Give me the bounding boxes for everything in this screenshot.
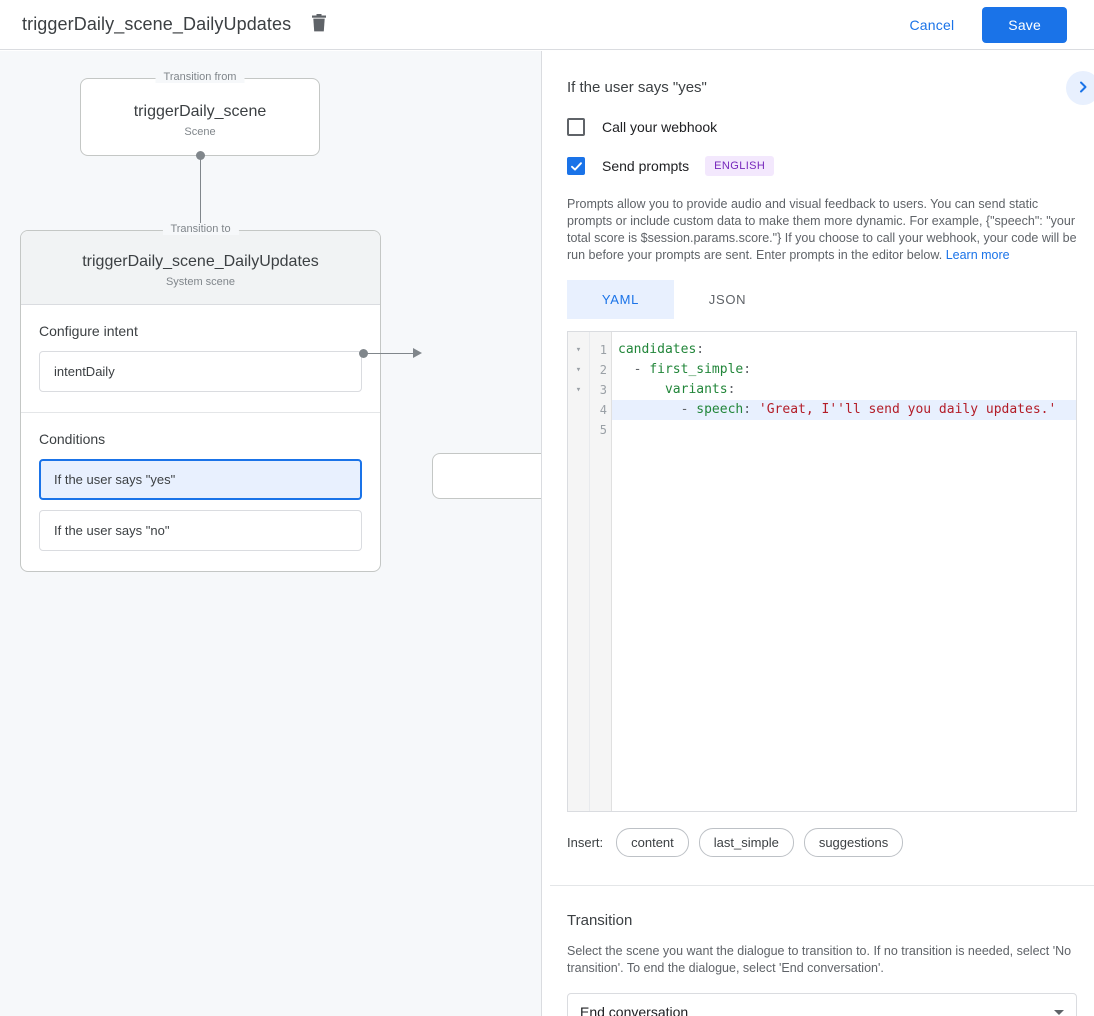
chevron-down-icon [1054,1009,1064,1015]
next-node-placeholder[interactable] [432,453,541,499]
editor-code-line[interactable]: - speech: 'Great, I''ll send you daily u… [612,400,1076,420]
edge-horizontal [366,353,414,354]
prompts-description-text: Prompts allow you to provide audio and v… [567,197,1077,262]
transition-to-legend: Transition to [162,223,239,235]
editor-fold-marker[interactable]: ▾ [575,345,582,355]
detail-panel: If the user says "yes" Call your webhook… [541,51,1094,1016]
send-prompts-checkbox[interactable] [567,157,585,175]
transition-select[interactable]: End conversation [567,993,1077,1016]
insert-chip-content[interactable]: content [616,828,689,857]
editor-code-line[interactable] [612,420,1076,440]
configure-intent-section: Configure intent intentDaily [21,305,380,412]
transition-description: Select the scene you want the dialogue t… [567,944,1072,975]
insert-chip-suggestions[interactable]: suggestions [803,828,904,857]
editor-fold-gutter[interactable]: ▾ ▾ ▾ [568,332,590,811]
from-node-output-port[interactable] [195,151,205,160]
scene-graph-canvas[interactable]: Transition from triggerDaily_scene Scene… [0,51,541,1016]
to-node-subtitle: System scene [165,276,236,288]
save-button[interactable]: Save [982,6,1067,43]
intent-value[interactable]: intentDaily [39,351,362,392]
conditions-section: Conditions If the user says "yes" If the… [21,412,380,571]
editor-line-number: 1 [599,343,607,357]
detail-panel-inner: If the user says "yes" Call your webhook… [542,51,1094,1016]
editor-line-number: 3 [599,383,607,397]
configure-intent-label: Configure intent [39,323,138,339]
chevron-right-icon [1076,80,1090,97]
condition-item-yes[interactable]: If the user says "yes" [39,459,362,500]
send-prompts-row[interactable]: Send prompts ENGLISH [567,156,1077,176]
to-node-title: triggerDaily_scene_DailyUpdates [82,253,319,270]
editor-line-number: 2 [599,363,607,377]
language-badge: ENGLISH [705,156,775,176]
transition-title: Transition [567,912,633,929]
transition-from-legend: Transition from [155,71,245,83]
insert-row: Insert: content last_simple suggestions [567,828,1077,857]
prompts-description: Prompts allow you to provide audio and v… [567,196,1077,264]
to-node-header: triggerDaily_scene_DailyUpdates System s… [21,231,380,305]
trash-icon [311,14,327,35]
editor-line-number: 5 [599,423,607,437]
page-title: triggerDaily_scene_DailyUpdates [22,14,292,34]
editor-code-line[interactable]: variants: [664,382,736,397]
condition-item-no[interactable]: If the user says "no" [39,510,362,551]
learn-more-link[interactable]: Learn more [945,248,1010,262]
delete-button[interactable] [307,13,331,37]
editor-code-line[interactable]: candidates: [618,342,705,357]
editor-fold-marker [568,420,589,440]
app-header: triggerDaily_scene_DailyUpdates Cancel S… [0,0,1094,50]
editor-format-tabs: YAML JSON [567,280,1077,319]
tab-json[interactable]: JSON [674,280,781,319]
transition-from-node[interactable]: Transition from triggerDaily_scene Scene [80,71,320,160]
from-node-subtitle: Scene [184,126,216,138]
condition-output-port[interactable] [359,349,368,358]
tab-yaml[interactable]: YAML [567,280,674,319]
transition-select-value: End conversation [580,1004,689,1016]
from-node-title: triggerDaily_scene [133,103,267,120]
transition-to-node[interactable]: Transition to triggerDaily_scene_DailyUp… [20,223,381,572]
panel-divider [550,885,1094,886]
editor-fold-marker [568,400,589,420]
editor-code-area[interactable]: candidates: - first_simple: variants: - … [612,332,1076,811]
call-webhook-label: Call your webhook [602,119,718,135]
editor-line-number: 4 [599,403,607,417]
edge-arrow-right-icon [413,348,422,358]
editor-code-line[interactable]: - first_simple: [618,362,752,377]
expand-panel-button[interactable] [1066,71,1094,105]
call-webhook-checkbox[interactable] [567,118,585,136]
editor-fold-marker[interactable]: ▾ [575,365,582,375]
prompt-code-editor[interactable]: ▾ ▾ ▾ 1 2 3 4 5 candidates: - first_simple: va… [567,331,1077,812]
conditions-label: Conditions [39,431,106,447]
editor-line-numbers: 1 2 3 4 5 [590,332,612,811]
panel-heading: If the user says "yes" [567,79,707,96]
webhook-row[interactable]: Call your webhook [567,118,1077,136]
editor-fold-marker[interactable]: ▾ [575,385,582,395]
insert-label: Insert: [567,835,604,850]
insert-chip-last-simple[interactable]: last_simple [698,828,794,857]
cancel-button[interactable]: Cancel [896,8,969,42]
edge-vertical [200,157,201,263]
send-prompts-label: Send prompts [602,158,690,174]
